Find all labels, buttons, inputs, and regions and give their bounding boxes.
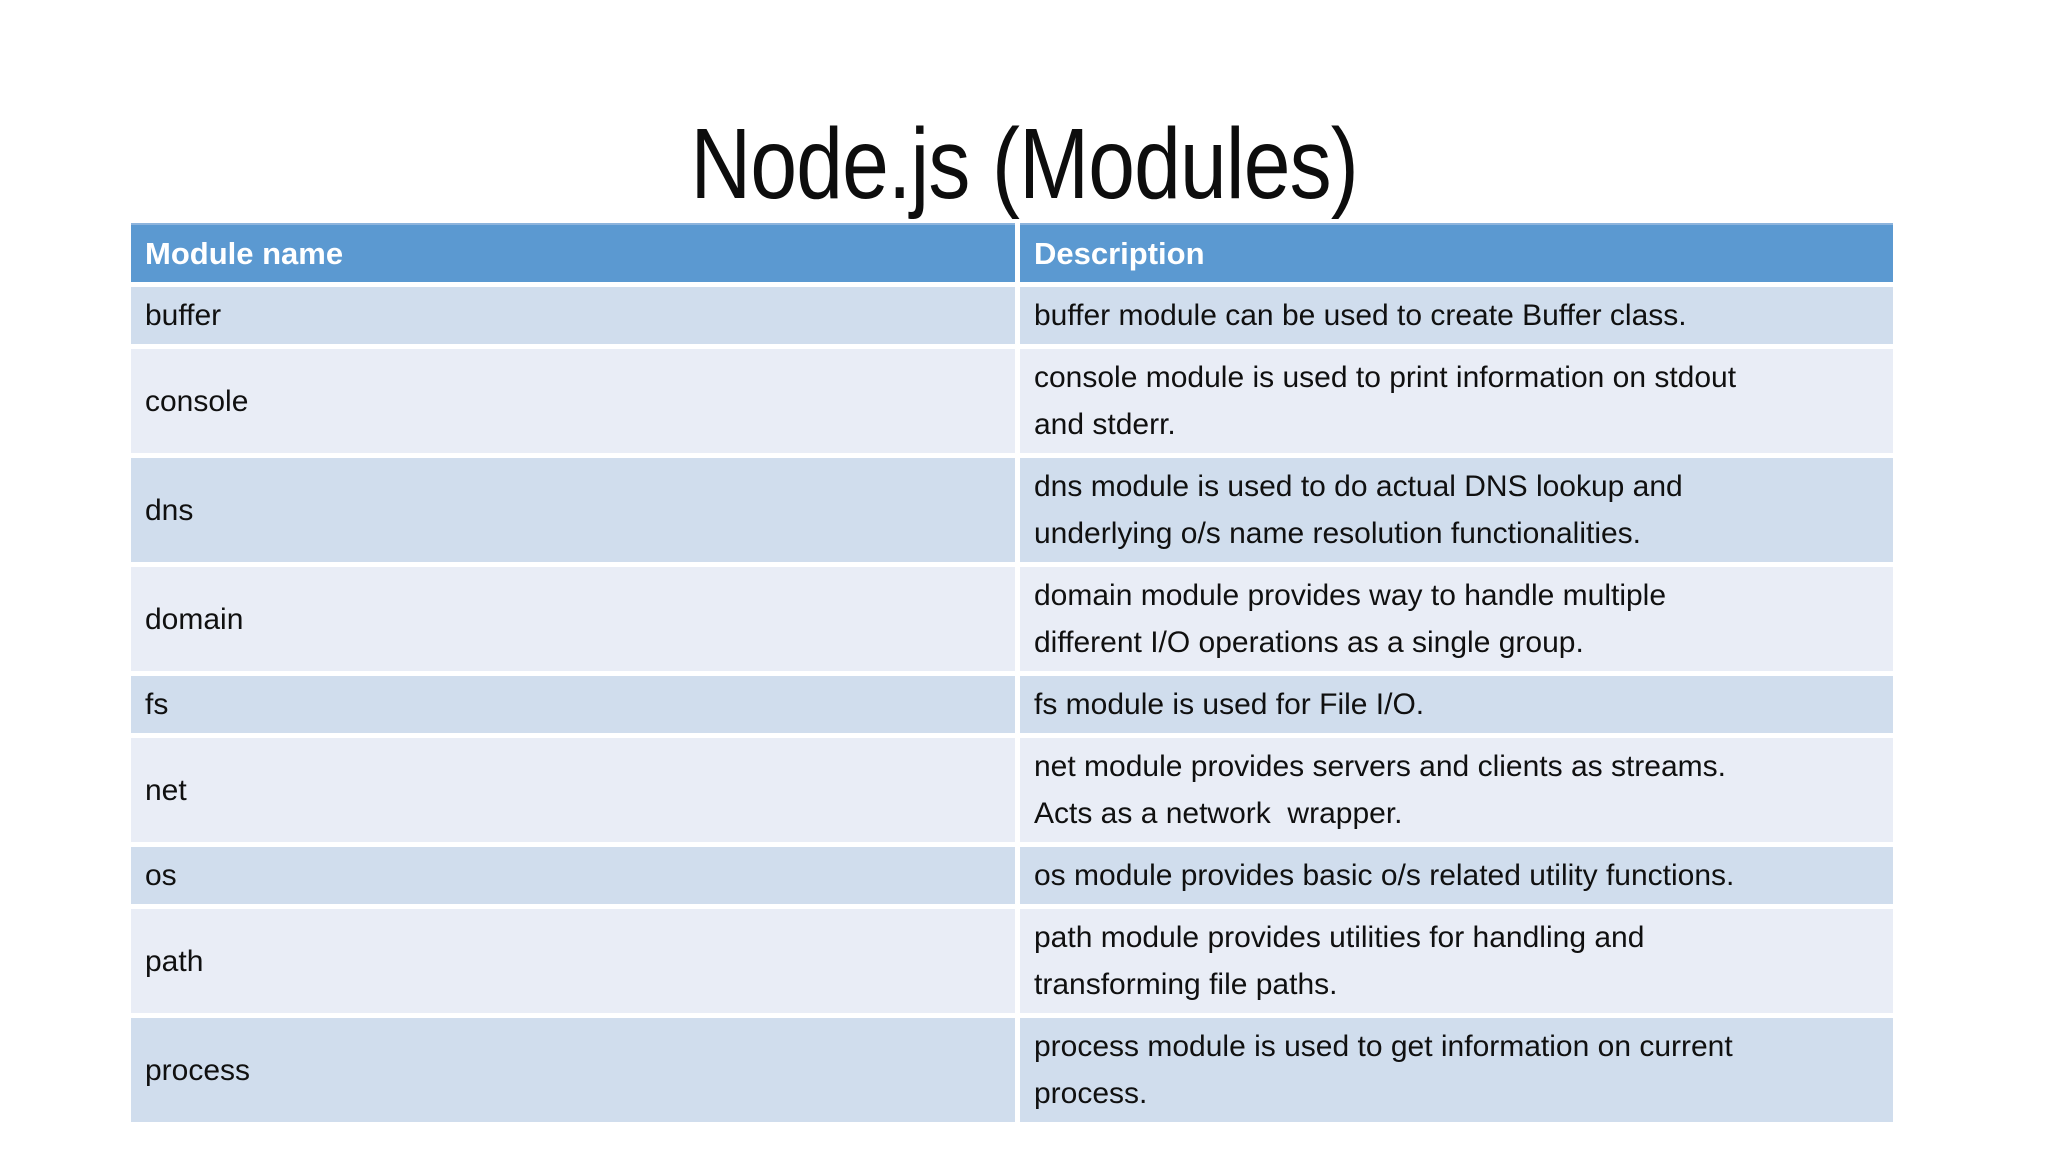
module-name: buffer: [145, 299, 222, 332]
module-description: net module provides servers and clients …: [1034, 750, 1726, 830]
module-cell: os: [131, 847, 1015, 904]
table-header-row: Module name Description: [131, 223, 1893, 282]
description-cell: domain module provides way to handle mul…: [1020, 567, 1893, 671]
module-description: console module is used to print informat…: [1034, 361, 1737, 441]
description-cell: net module provides servers and clients …: [1020, 738, 1893, 842]
module-name: os: [145, 859, 177, 892]
page-title: Node.js (Modules): [0, 112, 2048, 216]
module-name: domain: [145, 602, 244, 636]
module-name: dns: [145, 493, 194, 527]
table-row-fs: fs fs module is used for File I/O.: [131, 676, 1893, 733]
module-description: process module is used to get informatio…: [1034, 1030, 1733, 1110]
module-description: buffer module can be used to create Buff…: [1034, 299, 1687, 332]
description-cell: console module is used to print informat…: [1020, 349, 1893, 453]
module-description: dns module is used to do actual DNS look…: [1034, 470, 1683, 550]
description-cell: process module is used to get informatio…: [1020, 1018, 1893, 1122]
module-name: fs: [145, 688, 169, 721]
module-cell: process: [131, 1018, 1015, 1122]
header-label-description: Description: [1034, 236, 1205, 271]
module-description: domain module provides way to handle mul…: [1034, 579, 1667, 659]
description-cell: os module provides basic o/s related uti…: [1020, 847, 1893, 904]
module-description: path module provides utilities for handl…: [1034, 921, 1645, 1001]
description-cell: fs module is used for File I/O.: [1020, 676, 1893, 733]
module-cell: domain: [131, 567, 1015, 671]
module-description: os module provides basic o/s related uti…: [1034, 859, 1735, 892]
module-name: console: [145, 384, 249, 418]
module-cell: fs: [131, 676, 1015, 733]
modules-table: Module name Description buffer buffer mo…: [131, 223, 1893, 1122]
module-name: process: [145, 1053, 251, 1087]
module-cell: buffer: [131, 287, 1015, 344]
table-row-dns: dns dns module is used to do actual DNS …: [131, 458, 1893, 562]
module-cell: path: [131, 909, 1015, 1013]
description-cell: path module provides utilities for handl…: [1020, 909, 1893, 1013]
table-row-buffer: buffer buffer module can be used to crea…: [131, 287, 1893, 344]
module-description: fs module is used for File I/O.: [1034, 688, 1425, 721]
description-cell: buffer module can be used to create Buff…: [1020, 287, 1893, 344]
module-name: path: [145, 944, 204, 978]
module-cell: dns: [131, 458, 1015, 562]
header-label-module-name: Module name: [145, 236, 344, 271]
header-cell-module-name: Module name: [131, 223, 1015, 282]
table-row-path: path path module provides utilities for …: [131, 909, 1893, 1013]
module-cell: net: [131, 738, 1015, 842]
table-row-process: process process module is used to get in…: [131, 1018, 1893, 1122]
header-cell-description: Description: [1020, 223, 1893, 282]
table-row-domain: domain domain module provides way to han…: [131, 567, 1893, 671]
page-title-text: Node.js (Modules): [690, 108, 1358, 220]
description-cell: dns module is used to do actual DNS look…: [1020, 458, 1893, 562]
table-row-net: net net module provides servers and clie…: [131, 738, 1893, 842]
module-cell: console: [131, 349, 1015, 453]
table-row-console: console console module is used to print …: [131, 349, 1893, 453]
module-name: net: [145, 773, 187, 807]
table-row-os: os os module provides basic o/s related …: [131, 847, 1893, 904]
